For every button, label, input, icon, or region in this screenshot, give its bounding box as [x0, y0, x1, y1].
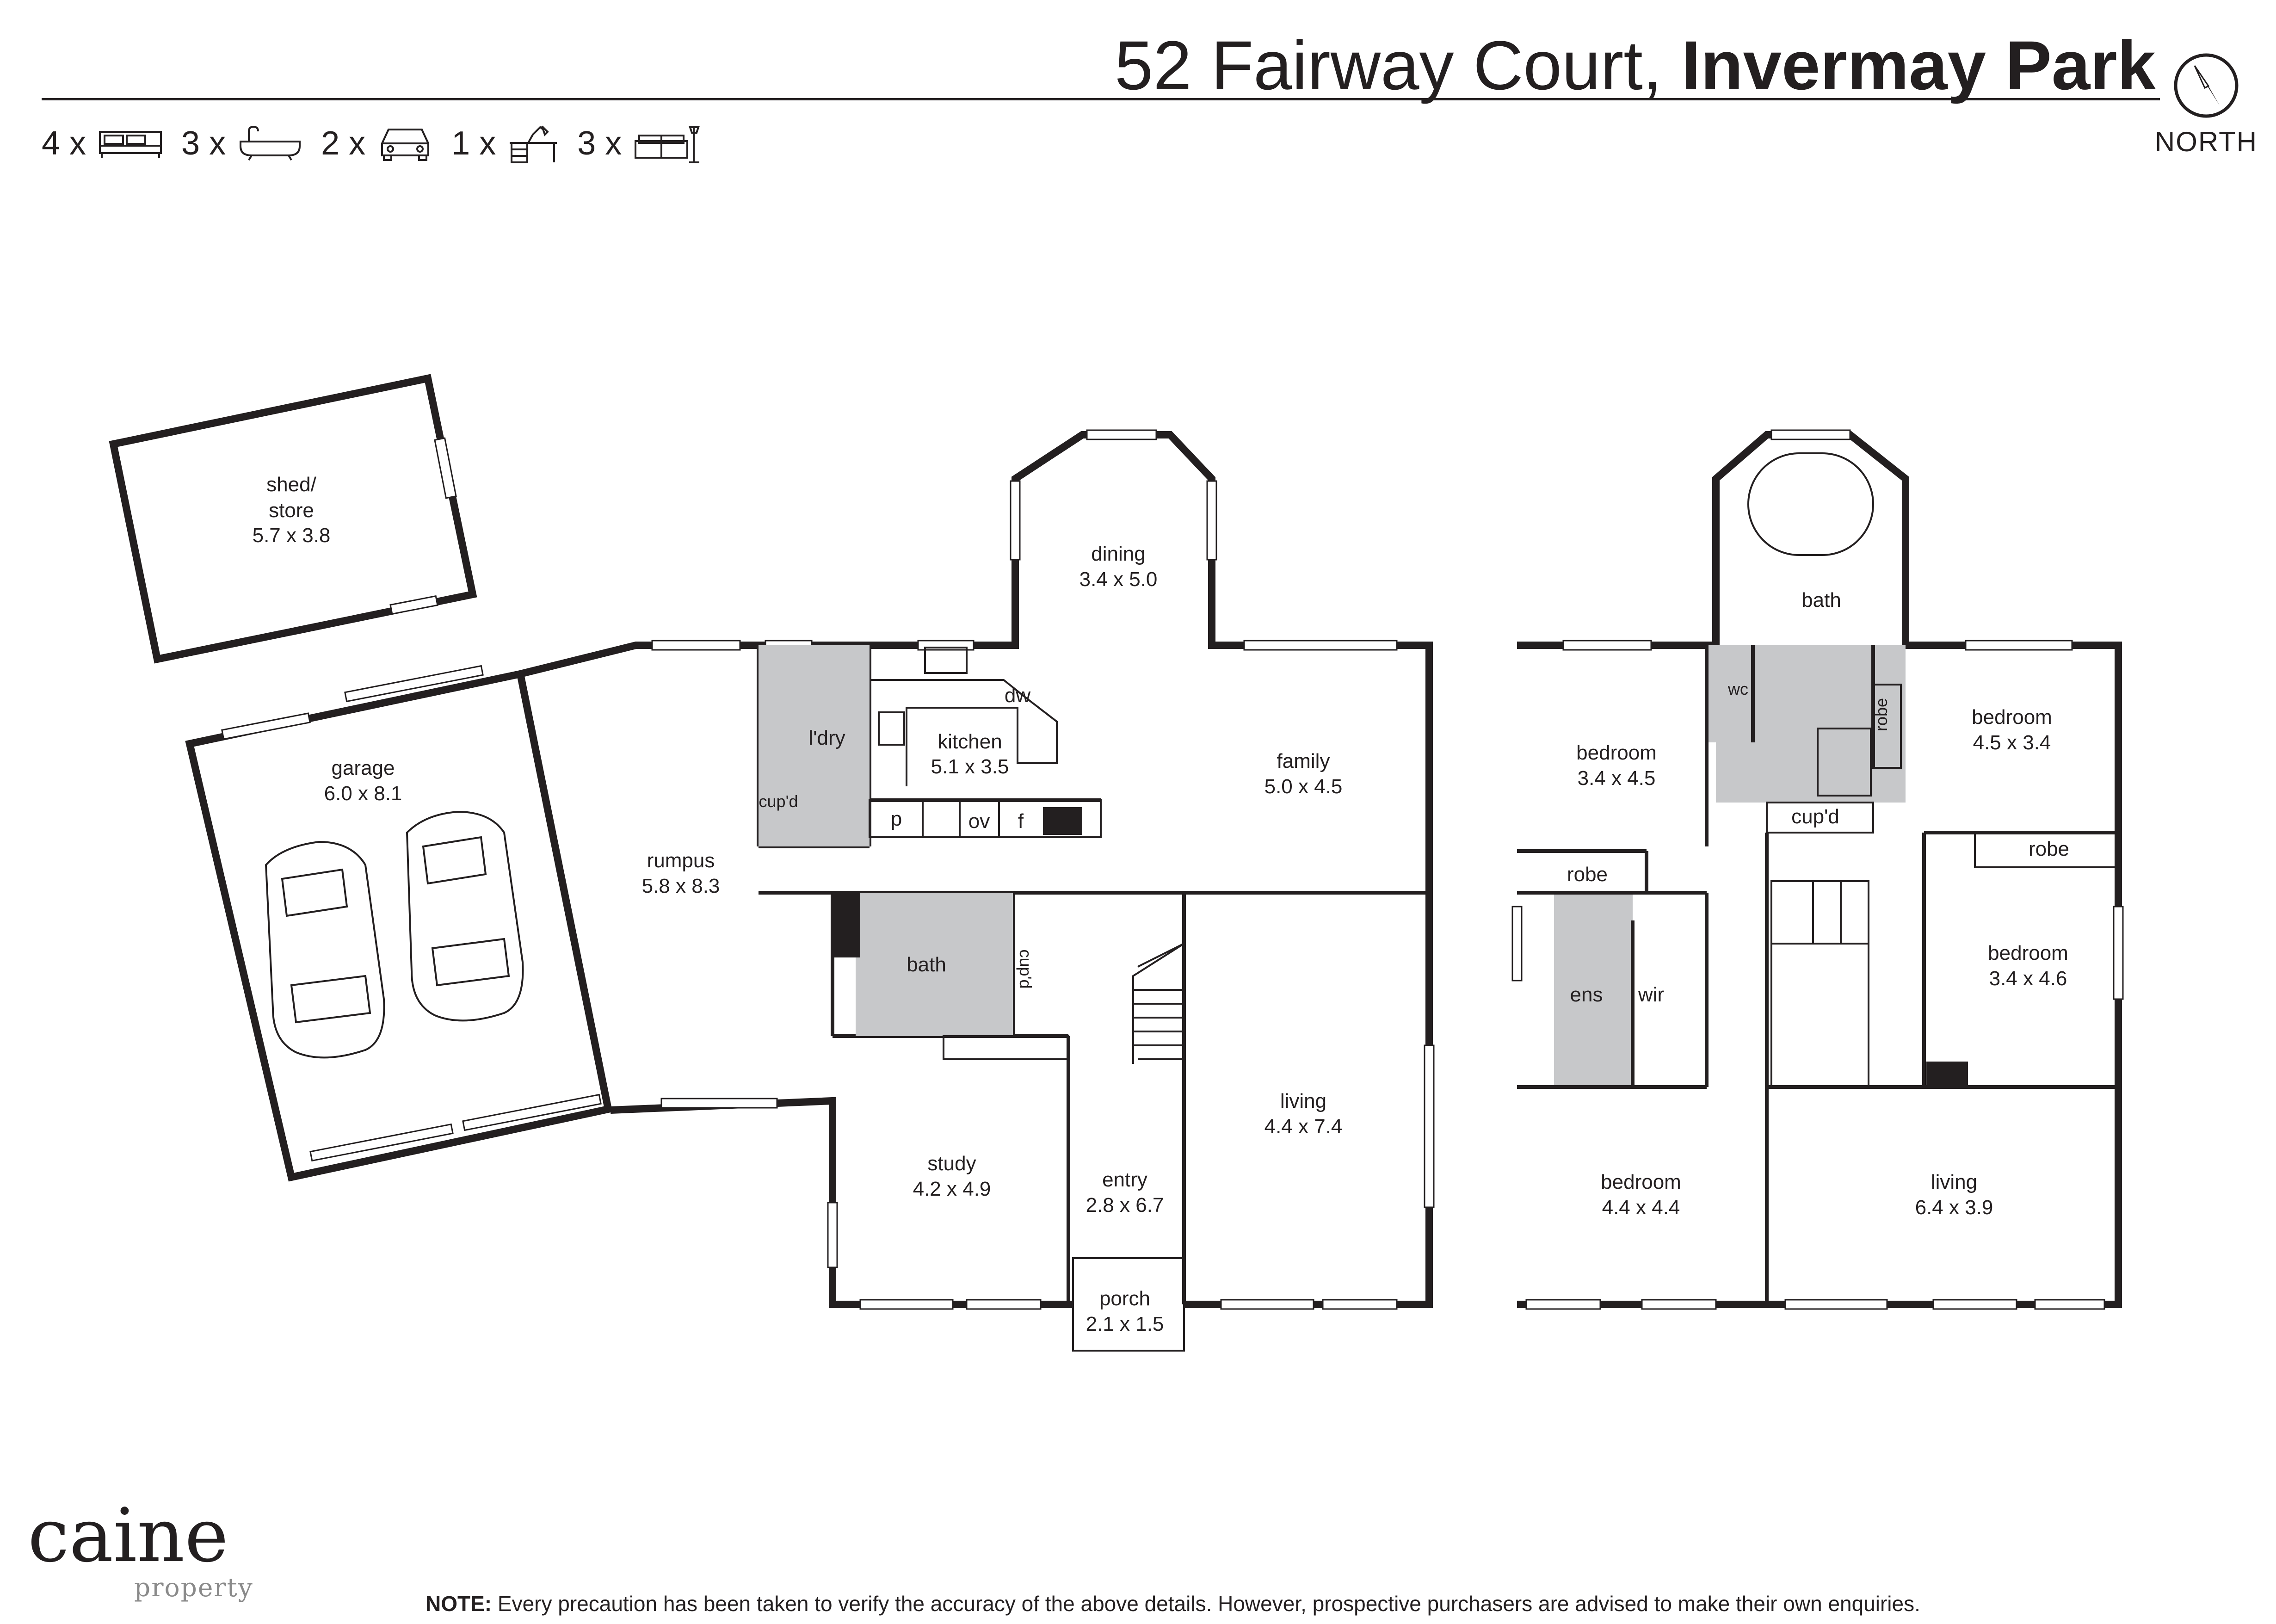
kitchen-size: 5.1 x 3.5	[931, 755, 1009, 778]
living-count-label: 3 x	[577, 125, 622, 162]
rumpus-size: 5.8 x 8.3	[642, 875, 720, 897]
ground-interior-walls	[757, 645, 1429, 1304]
pantry-label: p	[891, 808, 902, 830]
ensuite-label: ens	[1570, 983, 1603, 1006]
bedroom-count-label: 4 x	[42, 125, 86, 162]
note-label: NOTE:	[426, 1592, 492, 1616]
disclaimer-note: NOTE: Every precaution has been taken to…	[426, 1591, 1920, 1616]
feature-counts: 4 x 3 x 2 x 1 x	[42, 116, 703, 171]
study-label: study	[927, 1152, 976, 1175]
entry-size: 2.8 x 6.7	[1086, 1194, 1164, 1216]
address-suburb: Invermay Park	[1681, 26, 2156, 104]
garage-size: 6.0 x 8.1	[324, 782, 402, 805]
ground-living-label: living	[1280, 1090, 1326, 1112]
ground-living-size: 4.4 x 7.4	[1264, 1115, 1343, 1138]
car-count-label: 2 x	[321, 125, 366, 162]
bath-icon	[240, 125, 301, 161]
wc-label: wc	[1727, 679, 1748, 698]
car-outline	[406, 810, 524, 1022]
garage-outline	[185, 665, 613, 1182]
ground-bath-cupboard-label: cup'd	[1016, 950, 1035, 989]
family-size: 5.0 x 4.5	[1264, 775, 1343, 798]
entry-label: entry	[1102, 1168, 1147, 1191]
rumpus-label: rumpus	[647, 849, 715, 872]
bedroom-2-size: 4.5 x 3.4	[1973, 731, 2051, 754]
bedroom-3-label: bedroom	[1988, 942, 2068, 964]
garage-label: garage	[331, 757, 395, 779]
compass-icon	[2174, 53, 2239, 118]
porch-size: 2.1 x 1.5	[1086, 1313, 1164, 1335]
dining-label: dining	[1091, 543, 1145, 565]
study-size: 4.2 x 4.9	[913, 1178, 991, 1200]
first-bath-label: bath	[1801, 589, 1841, 611]
first-living-label: living	[1931, 1171, 1977, 1193]
study-count-label: 1 x	[451, 125, 496, 162]
address-street: 52 Fairway Court,	[1114, 26, 1662, 104]
north-label: NORTH	[2154, 126, 2258, 157]
car-count: 2 x	[321, 124, 433, 162]
family-label: family	[1277, 750, 1330, 772]
sofa-icon	[635, 126, 700, 163]
north-indicator: NORTH	[2146, 51, 2266, 158]
caine-logo: caine property	[28, 1492, 253, 1603]
shed-size: 5.7 x 3.8	[253, 524, 331, 547]
bed-icon	[99, 131, 162, 158]
note-text: Every precaution has been taken to verif…	[492, 1592, 1920, 1616]
study-count: 1 x	[451, 123, 559, 164]
first-stairs	[1770, 880, 1869, 1088]
porch-label: porch	[1099, 1287, 1150, 1310]
ground-stairs	[1132, 943, 1185, 1064]
oven-label: ov	[968, 810, 990, 833]
kitchen-label: kitchen	[938, 730, 1002, 753]
wir-label: wir	[1638, 983, 1664, 1006]
bedroom-2-robe-label: robe	[1872, 698, 1891, 731]
first-windows	[1511, 429, 2124, 1310]
first-cupboard-label: cup'd	[1791, 805, 1839, 828]
logo-sub: property	[134, 1573, 253, 1602]
shed-label-1: shed/	[266, 473, 316, 496]
property-address: 52 Fairway Court, Invermay Park	[1115, 25, 2156, 105]
bathroom-count: 3 x	[181, 124, 302, 162]
car-outline	[265, 840, 385, 1059]
bedroom-3-robe-label: robe	[2029, 838, 2069, 860]
bedroom-4-size: 4.4 x 4.4	[1602, 1196, 1680, 1219]
bedroom-count: 4 x	[42, 124, 163, 162]
bathroom-count-label: 3 x	[181, 125, 226, 162]
ground-windows	[651, 429, 1435, 1310]
ground-bath-label: bath	[907, 953, 946, 976]
first-interior-walls	[1517, 645, 2119, 1304]
bedroom-3-size: 3.4 x 4.6	[1989, 967, 2067, 990]
header-rule	[42, 98, 2160, 100]
first-living-size: 6.4 x 3.9	[1915, 1196, 1993, 1219]
bedroom-1-robe-label: robe	[1567, 863, 1608, 886]
bedroom-1-label: bedroom	[1576, 741, 1657, 764]
kitchen-fittings	[869, 647, 1102, 838]
car-icon	[381, 129, 430, 161]
living-count: 3 x	[577, 123, 703, 164]
laundry-label: l'dry	[808, 727, 845, 749]
dining-size: 3.4 x 5.0	[1079, 568, 1158, 591]
shed-label-2: store	[269, 499, 314, 522]
logo-main: caine	[28, 1492, 228, 1579]
laundry-cupboard-label: cup'd	[759, 792, 798, 811]
bedroom-1-size: 3.4 x 4.5	[1578, 767, 1656, 790]
bedroom-2-label: bedroom	[1972, 706, 2052, 729]
fridge-label: f	[1018, 810, 1024, 833]
dishwasher-label: dw	[1005, 684, 1030, 707]
bedroom-4-label: bedroom	[1601, 1171, 1681, 1193]
desk-icon	[510, 125, 557, 163]
shed-outline	[109, 374, 477, 664]
